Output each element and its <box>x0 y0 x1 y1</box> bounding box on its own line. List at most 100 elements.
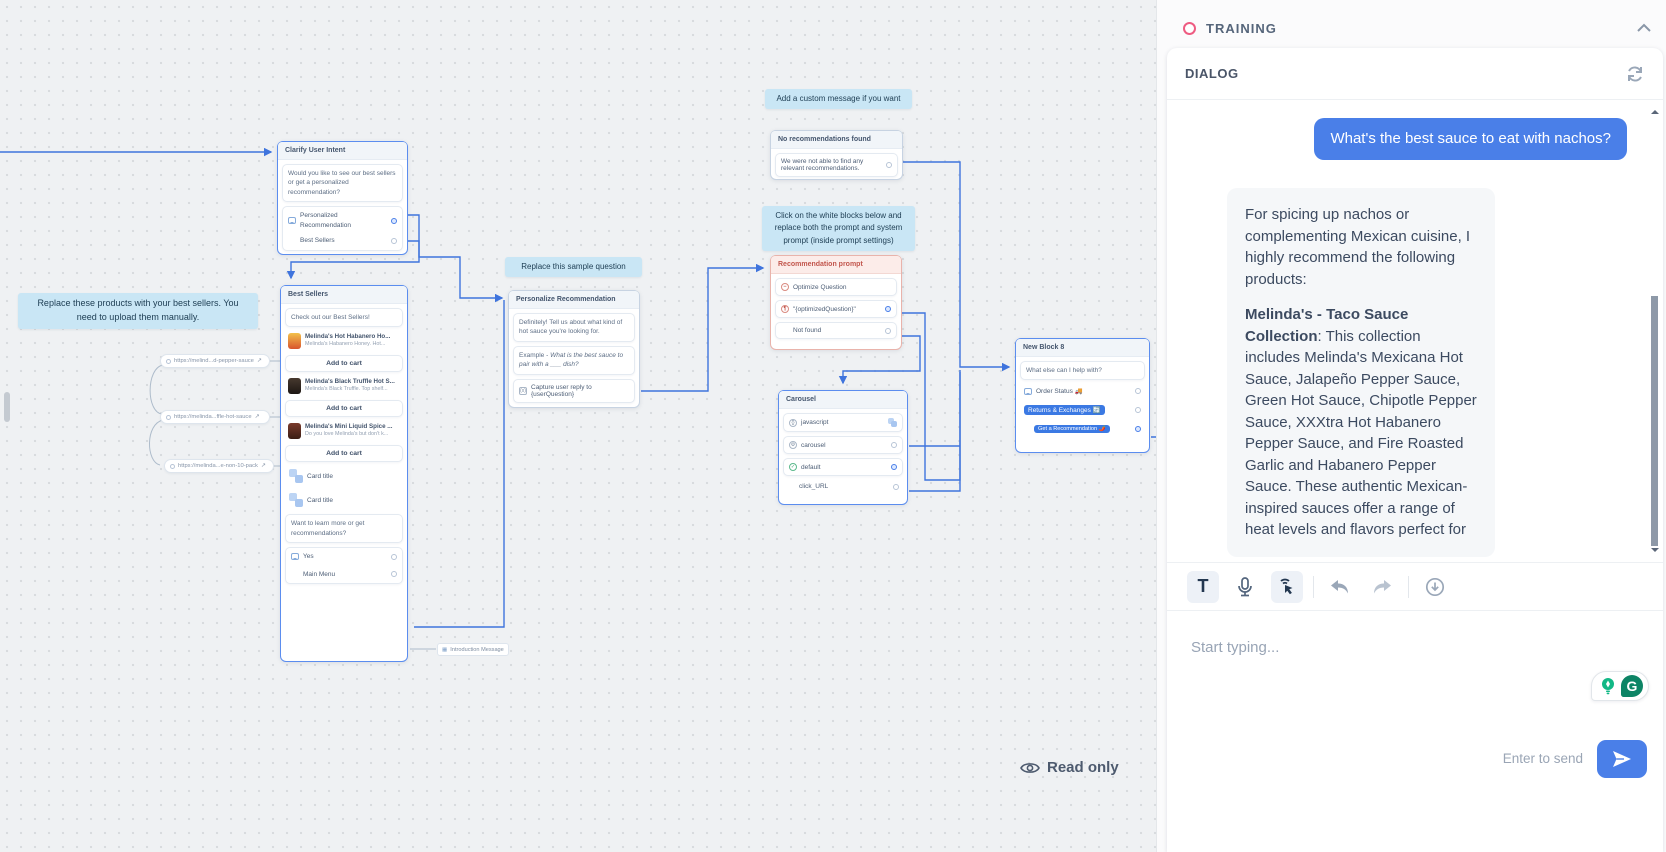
grammarly-icon: G <box>1621 675 1643 697</box>
choice-row[interactable]: Returns & Exchanges 🔄 <box>1020 402 1145 418</box>
message-card[interactable]: Definitely! Tell us about what kind of h… <box>513 313 635 342</box>
choice-row[interactable]: Order Status 🚚 <box>1020 384 1145 398</box>
carousel-row[interactable]: ✓ default <box>783 458 903 476</box>
product-name: Melinda's Hot Habanero Ho... <box>305 333 391 341</box>
message-card[interactable]: Would you like to see our best sellers o… <box>282 164 403 203</box>
port-icon[interactable] <box>166 414 171 420</box>
message-card[interactable]: What else can I help with? <box>1020 361 1145 381</box>
message-card[interactable]: We were not able to find any relevant re… <box>775 153 898 177</box>
chat-bubble-icon <box>288 217 296 225</box>
prompt-row[interactable]: − Optimize Question <box>775 278 897 296</box>
product-card[interactable]: Melinda's Hot Habanero Ho... Melinda's H… <box>285 331 403 351</box>
add-to-cart-button[interactable]: Add to cart <box>285 445 403 463</box>
external-link-icon[interactable]: ↗ <box>260 463 266 469</box>
scrollbar-thumb[interactable] <box>1651 296 1658 546</box>
prompt-row[interactable]: Not found <box>775 322 897 339</box>
download-transcript-button[interactable] <box>1419 571 1451 603</box>
output-port[interactable] <box>885 327 891 334</box>
port-icon[interactable] <box>166 358 171 364</box>
output-port[interactable] <box>1135 426 1141 433</box>
output-port[interactable] <box>891 464 897 470</box>
dialog-header: DIALOG <box>1167 48 1663 100</box>
scroll-up-arrow[interactable] <box>1651 106 1659 114</box>
node-best-sellers[interactable]: Best Sellers Check out our Best Sellers!… <box>280 285 408 662</box>
add-to-cart-button[interactable]: Add to cart <box>285 400 403 418</box>
redo-button[interactable] <box>1366 571 1398 603</box>
choice-row[interactable]: Get a Recommendation 🌶️ <box>1020 422 1145 436</box>
output-port[interactable] <box>891 442 897 448</box>
output-port[interactable] <box>1135 407 1141 414</box>
product-desc: Do you love Melinda's but don't k... <box>305 431 389 438</box>
chevron-up-icon[interactable] <box>1636 23 1652 33</box>
image-placeholder-icon <box>289 493 303 508</box>
product-card[interactable]: Melinda's Black Truffle Hot S... Melinda… <box>285 376 403 396</box>
message-card[interactable]: Example - What is the best sauce to pair… <box>513 345 635 375</box>
choice-row[interactable]: Main Menu <box>291 570 397 579</box>
add-to-cart-button[interactable]: Add to cart <box>285 355 403 373</box>
choice-row[interactable]: Yes <box>291 552 397 561</box>
output-port[interactable] <box>893 483 899 490</box>
note-replace-products[interactable]: Replace these products with your best se… <box>18 293 258 329</box>
note-prompt-settings[interactable]: Click on the white blocks below and repl… <box>762 206 915 252</box>
message-input-area[interactable]: Start typing... G Enter to send <box>1167 610 1663 850</box>
image-placeholder-icon <box>289 469 303 484</box>
node-recommendation-prompt[interactable]: Recommendation prompt − Optimize Questio… <box>770 255 902 350</box>
bot-message-bubble: For spicing up nachos or complementing M… <box>1227 188 1495 557</box>
external-link-icon[interactable]: ↗ <box>256 358 262 364</box>
product-url-chip[interactable]: https://melinda...ffle-hot-sauce ↗ <box>160 410 270 424</box>
scroll-down-arrow[interactable] <box>1651 548 1659 556</box>
product-url-chip[interactable]: https://melinda...e-non-10-pack ↗ <box>164 459 274 473</box>
chat-history[interactable]: What's the best sauce to eat with nachos… <box>1167 100 1663 562</box>
choice-label: Personalized Recommendation <box>300 212 351 229</box>
node-new-block-8[interactable]: New Block 8 What else can I help with? O… <box>1015 338 1150 453</box>
question-card[interactable]: Want to learn more or get recommendation… <box>285 514 403 544</box>
output-port[interactable] <box>391 553 397 560</box>
grammarly-widget[interactable]: G <box>1591 671 1649 701</box>
node-carousel[interactable]: Carousel {} javascript ⚙ carousel ✓ defa… <box>778 390 908 505</box>
card-placeholder-row[interactable]: Card title <box>285 490 403 510</box>
note-replace-question[interactable]: Replace this sample question <box>505 257 642 278</box>
flow-canvas[interactable]: Add a custom message if you want Click o… <box>0 0 1156 852</box>
product-card[interactable]: Melinda's Mini Liquid Spice ... Do you l… <box>285 421 403 441</box>
introduction-message-link[interactable]: ▦ Introduction Message <box>437 643 509 656</box>
note-custom-message[interactable]: Add a custom message if you want <box>765 89 912 110</box>
choices-card[interactable]: Personalized Recommendation Best Sellers <box>282 206 403 251</box>
carousel-row[interactable]: click_URL <box>783 480 903 493</box>
capture-card[interactable]: (x) Capture user reply to {userQuestion} <box>513 378 635 403</box>
node-no-recommendations[interactable]: No recommendations found We were not abl… <box>770 130 903 180</box>
sidebar-collapse-handle[interactable] <box>4 392 10 422</box>
choice-row[interactable]: Personalized Recommendation <box>288 211 397 230</box>
microphone-button[interactable] <box>1229 571 1261 603</box>
output-port[interactable] <box>391 217 397 224</box>
choice-label: Get a Recommendation 🌶️ <box>1034 425 1110 434</box>
text-mode-button[interactable]: T <box>1187 570 1219 603</box>
output-port[interactable] <box>885 306 891 312</box>
chat-scrollbar[interactable] <box>1649 106 1661 556</box>
message-card[interactable]: Check out our Best Sellers! <box>285 308 403 328</box>
output-port[interactable] <box>391 571 397 578</box>
output-port[interactable] <box>391 237 397 244</box>
node-clarify-user-intent[interactable]: Clarify User Intent Would you like to se… <box>277 141 408 255</box>
toolbar-divider <box>1313 575 1314 598</box>
choice-row[interactable]: Best Sellers <box>288 236 397 245</box>
bot-message-intro: For spicing up nachos or complementing M… <box>1245 206 1471 288</box>
bot-message-body: : This collection includes Melinda's Mex… <box>1245 327 1477 539</box>
output-port[interactable] <box>886 162 892 168</box>
product-url-chip[interactable]: https://melind...d-pepper-sauce ↗ <box>160 354 270 368</box>
card-placeholder-row[interactable]: Card title <box>285 466 403 486</box>
click-simulation-button[interactable] <box>1271 570 1303 603</box>
undo-button[interactable] <box>1324 571 1356 603</box>
node-personalize-recommendation[interactable]: Personalize Recommendation Definitely! T… <box>508 290 640 408</box>
carousel-row[interactable]: ⚙ carousel <box>783 436 903 454</box>
port-icon[interactable] <box>170 463 175 469</box>
refresh-icon[interactable] <box>1625 64 1645 84</box>
training-header[interactable]: TRAINING <box>1183 14 1652 42</box>
example-prefix: Example - <box>519 351 551 359</box>
output-port[interactable] <box>1135 388 1141 395</box>
external-link-icon[interactable]: ↗ <box>254 414 260 420</box>
send-button[interactable] <box>1597 740 1647 778</box>
carousel-row[interactable]: {} javascript <box>783 413 903 432</box>
prompt-row[interactable]: ¶ "{optimizedQuestion}" <box>775 300 897 318</box>
choices-card[interactable]: Yes Main Menu <box>285 547 403 585</box>
message-input-placeholder[interactable]: Start typing... <box>1191 639 1280 656</box>
